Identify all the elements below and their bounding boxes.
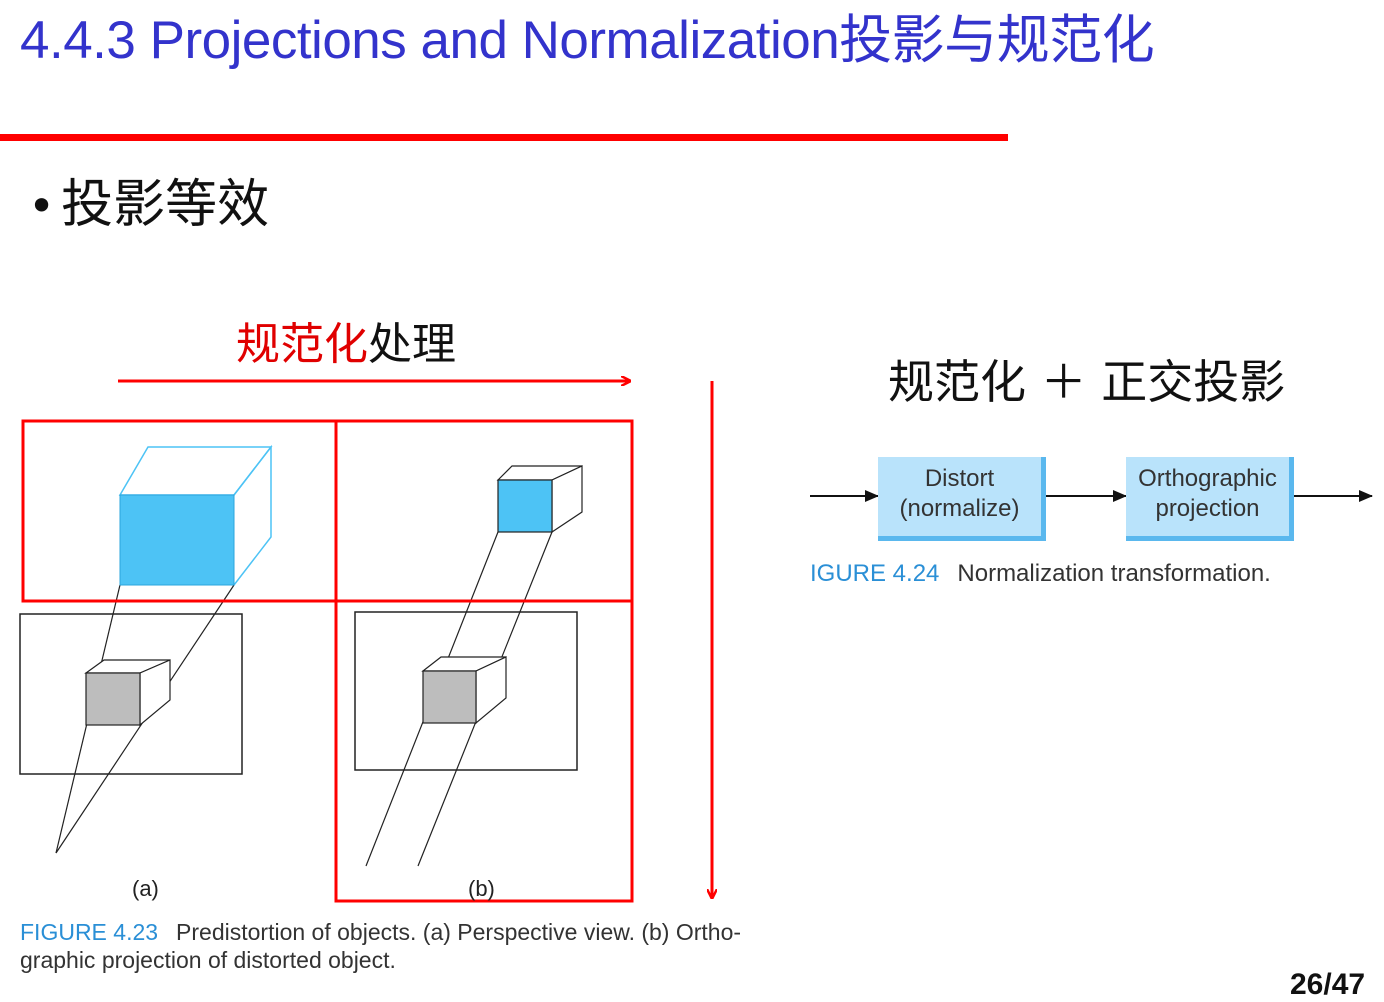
sub-label-a: (a) <box>132 876 159 901</box>
red-frame-right-column <box>334 599 634 903</box>
sub-label-b: (b) <box>468 876 495 901</box>
frame-a-lower <box>19 613 243 775</box>
bullet-text: 投影等效 <box>61 175 270 235</box>
slide-title: 4.4.3 Projections and Normalization投影与规范… <box>20 11 1155 70</box>
orthographic-box-line2: projection <box>1155 495 1260 522</box>
blue-cube-a-top <box>118 446 273 496</box>
page-number: 26/47 <box>1290 968 1366 1001</box>
figure-4-24-caption-text: Normalization transformation. <box>957 560 1271 587</box>
normalization-label-red: 规范化 <box>236 319 368 370</box>
normalization-label: 规范化处理 <box>236 308 456 372</box>
gray-cube-a <box>85 672 141 726</box>
bullet-dot: • <box>28 179 56 233</box>
distort-box-line2: (normalize) <box>899 495 1020 522</box>
figure-4-23-caption-line2: graphic projection of distorted object. <box>20 947 396 973</box>
blue-cube-a-front <box>119 494 235 586</box>
figure-4-24-label: IGURE 4.24 <box>810 560 940 587</box>
blue-cube-b-front <box>497 479 553 533</box>
normalization-label-black: 处理 <box>368 319 456 370</box>
figure-4-23-label: FIGURE 4.23 <box>20 919 159 945</box>
bullet-item: •投影等效 <box>28 162 269 237</box>
distort-box-line1: Distort <box>924 465 995 492</box>
gray-cube-b <box>422 670 477 724</box>
figure-4-23-caption-line1: Predistortion of objects. (a) Perspectiv… <box>176 919 742 945</box>
orthographic-box-line1: Orthographic <box>1138 465 1277 492</box>
red-frame-top-right <box>334 419 634 603</box>
distort-box: Distort (normalize) <box>878 457 1046 541</box>
orthographic-box: Orthographic projection <box>1126 457 1294 541</box>
title-divider <box>0 134 1008 141</box>
figure-4-24-caption: IGURE 4.24 Normalization transformation. <box>810 560 1271 588</box>
equation-label: 规范化 ＋ 正交投影 <box>888 355 1286 409</box>
figure-4-23-caption: FIGURE 4.23 Predistortion of objects. (a)… <box>20 918 741 974</box>
